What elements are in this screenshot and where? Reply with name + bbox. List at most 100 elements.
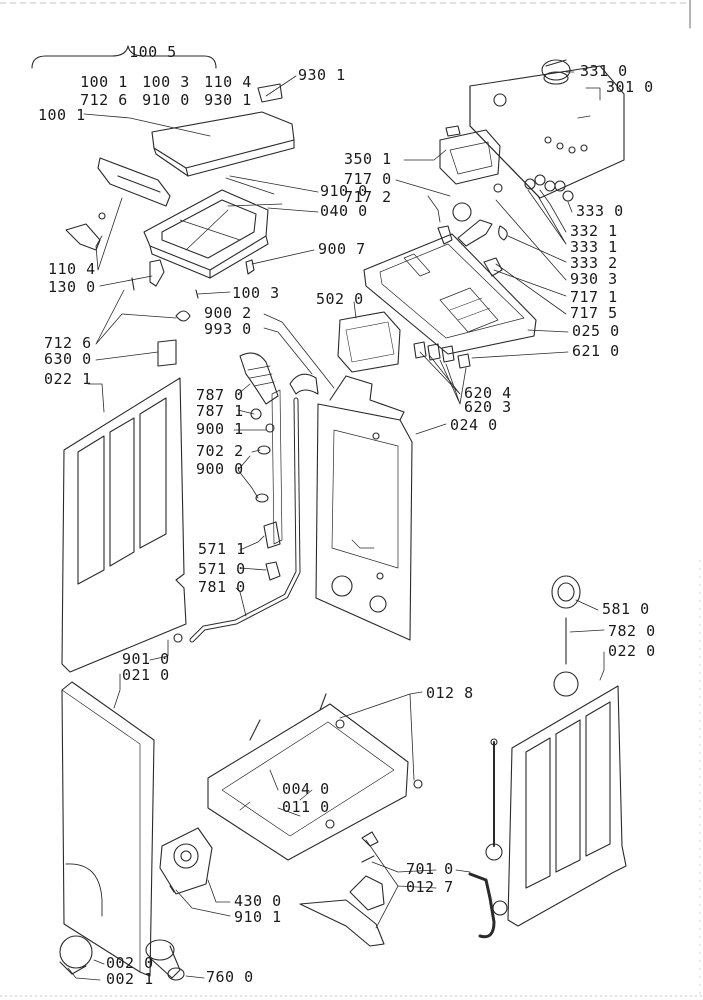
callout-900-2: 900 2 xyxy=(204,304,252,322)
group-head: 100 5 xyxy=(110,30,177,60)
push-buttons xyxy=(413,341,471,369)
valve-571-0 xyxy=(265,561,281,581)
callout-717-5: 717 5 xyxy=(570,304,618,322)
callout-332-1: 332 1 xyxy=(570,222,618,240)
spring-part xyxy=(175,310,191,322)
drain-pump xyxy=(159,827,213,895)
callout-787-0: 787 0 xyxy=(196,386,244,404)
heater-motor xyxy=(551,575,581,609)
callout-717-2: 717 2 xyxy=(344,188,392,206)
callout-350-1: 350 1 xyxy=(344,150,392,168)
group-table: 100 1 100 3 110 4 712 6 910 0 930 1 xyxy=(42,60,251,108)
group-cell: 910 0 xyxy=(142,91,190,109)
leader-lines xyxy=(67,71,605,981)
callout-002-0: 002 0 xyxy=(106,954,154,972)
screw xyxy=(98,212,106,220)
callout-025-0: 025 0 xyxy=(572,322,620,340)
callout-022-1: 022 1 xyxy=(44,370,92,388)
callout-581-0: 581 0 xyxy=(602,600,650,618)
pin-small xyxy=(195,289,199,299)
callout-100-1: 100 1 xyxy=(38,106,86,124)
ring-782 xyxy=(553,671,579,697)
callout-040-0: 040 0 xyxy=(320,202,368,220)
callout-712-6: 712 6 xyxy=(44,334,92,352)
callout-900-1: 900 1 xyxy=(196,420,244,438)
bracket-630 xyxy=(157,339,177,367)
right-side-panel xyxy=(507,685,627,927)
cam-disc xyxy=(452,202,472,222)
callout-900-0: 900 0 xyxy=(196,460,244,478)
front-panel xyxy=(61,681,155,977)
group-cell: 712 6 xyxy=(80,91,128,109)
clip-012-7 xyxy=(361,831,379,847)
group-brace xyxy=(31,45,217,69)
group-head-label: 100 5 xyxy=(129,43,177,61)
control-panel xyxy=(469,65,625,199)
callout-787-1: 787 1 xyxy=(196,402,244,420)
clip-part xyxy=(245,259,255,275)
callout-130-0: 130 0 xyxy=(48,278,96,296)
callout-900-7: 900 7 xyxy=(318,240,366,258)
callout-702-2: 702 2 xyxy=(196,442,244,460)
clip-717-1 xyxy=(483,257,503,277)
hose-993 xyxy=(289,373,319,395)
group-row-1: 100 1 100 3 110 4 xyxy=(42,60,266,105)
callout-930-1: 930 1 xyxy=(298,66,346,84)
base-frame xyxy=(207,693,423,861)
callout-621-0: 621 0 xyxy=(572,342,620,360)
callout-100-3: 100 3 xyxy=(232,284,280,302)
clamp-900-1 xyxy=(265,423,275,433)
callout-110-4: 110 4 xyxy=(48,260,96,278)
group-row-2: 712 6 910 0 930 1 xyxy=(42,78,266,123)
lever-part xyxy=(457,219,493,247)
callout-781-0: 781 0 xyxy=(198,578,246,596)
switch-buttons xyxy=(493,174,574,202)
callout-333-2: 333 2 xyxy=(570,254,618,272)
drain-filter xyxy=(145,939,185,981)
callout-430-0: 430 0 xyxy=(234,892,282,910)
pin-012-7 xyxy=(361,855,375,863)
callout-910-0: 910 0 xyxy=(320,182,368,200)
callout-701-0: 701 0 xyxy=(406,860,454,878)
inlet-hose xyxy=(468,872,496,939)
callout-620-3: 620 3 xyxy=(464,398,512,416)
callout-012-8: 012 8 xyxy=(426,684,474,702)
program-knob xyxy=(541,59,571,85)
callout-620-4: 620 4 xyxy=(464,384,512,402)
left-side-panel xyxy=(61,377,187,673)
control-board xyxy=(439,125,501,185)
hinge-part xyxy=(65,223,101,251)
callout-333-0: 333 0 xyxy=(576,202,624,220)
detergent-inlet xyxy=(299,875,385,947)
group-cell: 100 1 xyxy=(80,73,128,91)
callout-021-0: 021 0 xyxy=(122,666,170,684)
callout-002-1: 002 1 xyxy=(106,970,154,988)
callout-571-0: 571 0 xyxy=(198,560,246,578)
callout-333-1: 333 1 xyxy=(570,238,618,256)
callout-331-0: 331 0 xyxy=(580,62,628,80)
callout-630-0: 630 0 xyxy=(44,350,92,368)
rear-panel xyxy=(315,375,413,641)
inlet-ring xyxy=(492,900,508,916)
clamp-702-2 xyxy=(257,445,271,455)
group-cell: 100 3 xyxy=(142,73,190,91)
callout-004-0: 004 0 xyxy=(282,780,330,798)
callout-782-0: 782 0 xyxy=(608,622,656,640)
spring-wire xyxy=(498,225,508,241)
top-lid xyxy=(151,111,295,177)
callout-024-0: 024 0 xyxy=(450,416,498,434)
latch-part xyxy=(149,259,165,287)
group-cell: 110 4 xyxy=(204,73,252,91)
callout-910-1: 910 1 xyxy=(234,908,282,926)
lid-handle xyxy=(97,157,171,207)
callout-301-0: 301 0 xyxy=(606,78,654,96)
callout-717-0: 717 0 xyxy=(344,170,392,188)
callout-901-0: 901 0 xyxy=(122,650,170,668)
callout-011-0: 011 0 xyxy=(282,798,330,816)
callout-571-1: 571 1 xyxy=(198,540,246,558)
detergent-drawer xyxy=(363,233,537,355)
pin-910-1 xyxy=(169,885,175,893)
group-cell: 930 1 xyxy=(204,91,252,109)
service-door xyxy=(59,935,93,975)
